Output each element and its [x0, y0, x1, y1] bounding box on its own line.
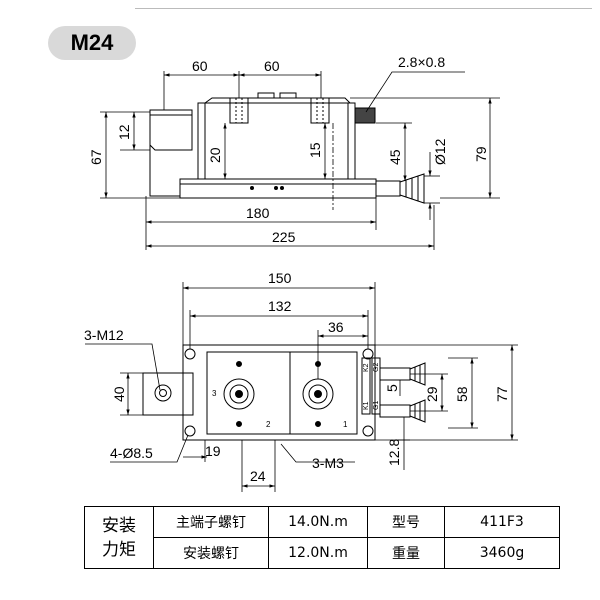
dim-132: 132 [268, 298, 292, 314]
plan-dim-lines [85, 282, 518, 492]
left-terminal [149, 111, 193, 151]
torque-label: 安装 力矩 [84, 506, 154, 569]
mount-hole-1 [184, 348, 196, 360]
plan-view [142, 344, 426, 441]
dim-45: 45 [387, 149, 403, 165]
label-g2: G2 [373, 363, 380, 372]
dim-180: 180 [246, 205, 270, 221]
dim-29: 29 [424, 386, 440, 402]
top-rule [135, 8, 592, 9]
mount-screw: 安装螺钉 [153, 537, 269, 569]
dim-36: 36 [328, 319, 344, 335]
dim-19: 19 [205, 443, 221, 459]
dim-20: 20 [207, 147, 223, 163]
main-terminal-1 [223, 378, 255, 410]
dim-58: 58 [454, 386, 470, 402]
mount-torque: 12.0N.m [268, 537, 368, 569]
dim-m12: 3-M12 [84, 327, 124, 343]
mount-hole-3 [184, 425, 196, 437]
terminal-markings: K2 G2 K1 G1 3 2 1 [212, 363, 380, 429]
dim-15: 15 [307, 142, 323, 158]
screw-boss-1 [229, 97, 249, 124]
side-dim-lines [100, 71, 500, 250]
dim-d12: Ø12 [432, 138, 448, 165]
label-k2: K2 [363, 363, 370, 372]
model-value: 411F3 [444, 506, 560, 538]
module-body [197, 102, 356, 180]
spec-table: 安装 力矩 主端子螺钉 14.0N.m 型号 411F3 安装螺钉 12.0N.… [84, 506, 560, 569]
dim-77: 77 [494, 386, 510, 402]
dim-67: 67 [88, 149, 104, 165]
model-badge: M24 [48, 26, 136, 60]
base-plate [179, 178, 377, 199]
torque-label-text: 安装 力矩 [102, 515, 136, 560]
weight-value: 3460g [444, 537, 560, 569]
weight-label: 重量 [367, 537, 445, 569]
dim-40: 40 [111, 386, 127, 402]
dim-150: 150 [268, 270, 292, 286]
side-view [149, 92, 425, 204]
model-label: 型号 [367, 506, 445, 538]
screw-boss-2 [310, 97, 330, 124]
plan-body [206, 351, 358, 435]
dim-12-side: 12 [116, 124, 132, 140]
main-terminal-torque: 14.0N.m [268, 506, 368, 538]
label-2: 2 [266, 420, 271, 429]
dim-24: 24 [250, 468, 266, 484]
plan-base [182, 344, 376, 441]
dim-5: 5 [384, 384, 400, 392]
dim-slot: 2.8×0.8 [398, 54, 445, 70]
dim-60-right: 60 [264, 58, 280, 74]
dim-12-8: 12.8 [386, 439, 402, 466]
dim-79: 79 [473, 146, 489, 162]
label-3: 3 [212, 389, 217, 398]
label-g1: G1 [373, 401, 380, 410]
label-1: 1 [343, 420, 348, 429]
dim-d85: 4-Ø8.5 [110, 445, 153, 461]
main-terminal-screw: 主端子螺钉 [153, 506, 269, 538]
label-k1: K1 [363, 401, 370, 410]
dim-225: 225 [272, 229, 296, 245]
dim-60-left: 60 [192, 58, 208, 74]
plan-left-terminal [142, 372, 194, 416]
mount-hole-4 [362, 425, 374, 437]
dim-m3: 3-M3 [312, 455, 344, 471]
